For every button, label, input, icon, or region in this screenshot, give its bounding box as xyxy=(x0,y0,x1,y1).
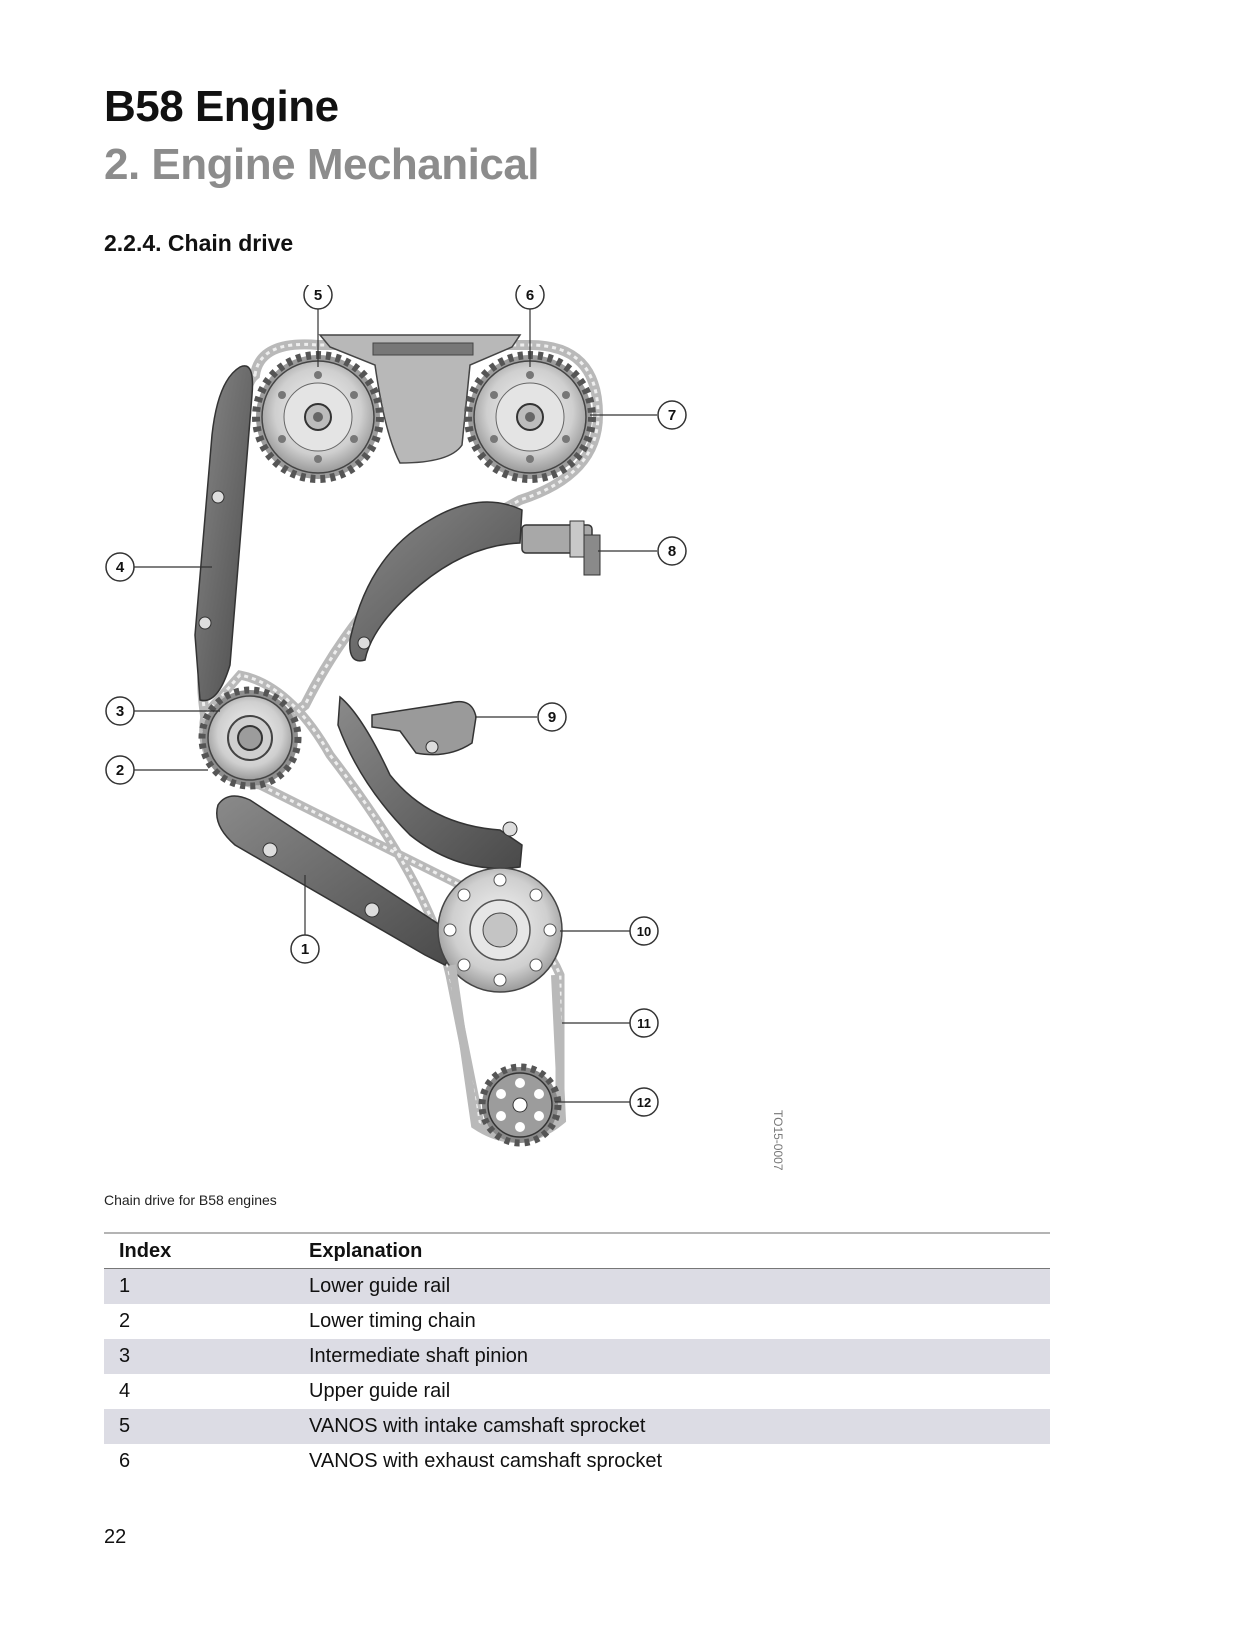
callout-11: 11 xyxy=(629,1008,659,1038)
intermediate-shaft-pinion xyxy=(198,686,302,790)
figure-caption: Chain drive for B58 engines xyxy=(104,1192,277,1208)
callout-8: 8 xyxy=(657,536,687,566)
svg-text:1: 1 xyxy=(301,941,309,958)
page-number: 22 xyxy=(104,1526,127,1548)
row-index: 4 xyxy=(119,1380,131,1402)
table-row: 1 Lower guide rail xyxy=(104,1268,1050,1304)
row-explanation: Lower guide rail xyxy=(309,1268,1050,1304)
callout-7: 7 xyxy=(657,400,687,430)
legend-table: Index Explanation 1 Lower guide rail 2 L… xyxy=(104,1232,1050,1479)
oil-pump-sprocket xyxy=(478,1063,562,1147)
svg-text:12: 12 xyxy=(637,1095,651,1110)
column-header-explanation: Explanation xyxy=(309,1232,1050,1269)
row-explanation: Intermediate shaft pinion xyxy=(309,1339,1050,1374)
table-row: 5 VANOS with intake camshaft sprocket xyxy=(104,1409,1050,1444)
svg-text:5: 5 xyxy=(314,287,322,304)
callout-5: 5 xyxy=(303,285,333,310)
svg-text:9: 9 xyxy=(548,709,556,726)
row-explanation: Upper guide rail xyxy=(309,1380,451,1402)
row-explanation: VANOS with exhaust camshaft sprocket xyxy=(309,1450,663,1472)
callout-2: 2 xyxy=(105,755,135,785)
figure-reference-code: TO15-0007 xyxy=(771,1110,785,1171)
column-header-index: Index xyxy=(104,1232,309,1269)
callout-3: 3 xyxy=(105,696,135,726)
callout-9: 9 xyxy=(537,702,567,732)
table-row: 6 VANOS with exhaust camshaft sprocket xyxy=(104,1444,1050,1479)
row-index: 6 xyxy=(119,1450,131,1472)
chain-tensioner xyxy=(521,520,601,576)
table-header-row: Index Explanation xyxy=(104,1232,1050,1269)
row-index: 2 xyxy=(119,1310,131,1332)
row-explanation: Lower timing chain xyxy=(309,1310,476,1332)
callout-6: 6 xyxy=(515,285,545,310)
svg-text:4: 4 xyxy=(116,559,125,576)
chain-drive-diagram: 5 6 7 8 4 9 3 2 1 10 11 12 xyxy=(100,285,840,1195)
lower-tensioner-rail xyxy=(337,695,523,870)
chapter-title: 2. Engine Mechanical xyxy=(104,140,540,189)
callout-leader-lines xyxy=(134,309,657,1103)
exhaust-camshaft-sprocket xyxy=(464,351,596,483)
upper-guide-rail xyxy=(194,365,254,702)
oil-pump-chain-tensioner xyxy=(371,700,477,756)
svg-text:7: 7 xyxy=(668,407,676,424)
row-index: 1 xyxy=(104,1268,309,1304)
intake-camshaft-sprocket xyxy=(252,351,384,483)
callout-10: 10 xyxy=(629,916,659,946)
svg-text:8: 8 xyxy=(668,543,676,560)
table-row: 2 Lower timing chain xyxy=(104,1304,1050,1339)
callout-4: 4 xyxy=(105,552,135,582)
row-index: 5 xyxy=(104,1409,309,1444)
section-title: 2.2.4. Chain drive xyxy=(104,230,294,256)
callout-1: 1 xyxy=(290,934,320,964)
row-explanation: VANOS with intake camshaft sprocket xyxy=(309,1409,1050,1444)
document-title: B58 Engine xyxy=(104,82,339,131)
svg-text:11: 11 xyxy=(637,1016,651,1031)
row-index: 3 xyxy=(104,1339,309,1374)
callout-12: 12 xyxy=(629,1087,659,1117)
sprocket-bridge-plate xyxy=(318,334,522,464)
svg-text:10: 10 xyxy=(637,924,651,939)
table-row: 4 Upper guide rail xyxy=(104,1374,1050,1409)
svg-text:3: 3 xyxy=(116,703,124,720)
crankshaft-sprocket xyxy=(437,867,563,993)
upper-tensioner-rail xyxy=(349,501,523,662)
svg-text:2: 2 xyxy=(116,762,124,779)
chain-drive-illustration: 5 6 7 8 4 9 3 2 1 10 11 12 xyxy=(105,285,687,1147)
svg-text:6: 6 xyxy=(526,287,534,304)
table-row: 3 Intermediate shaft pinion xyxy=(104,1339,1050,1374)
